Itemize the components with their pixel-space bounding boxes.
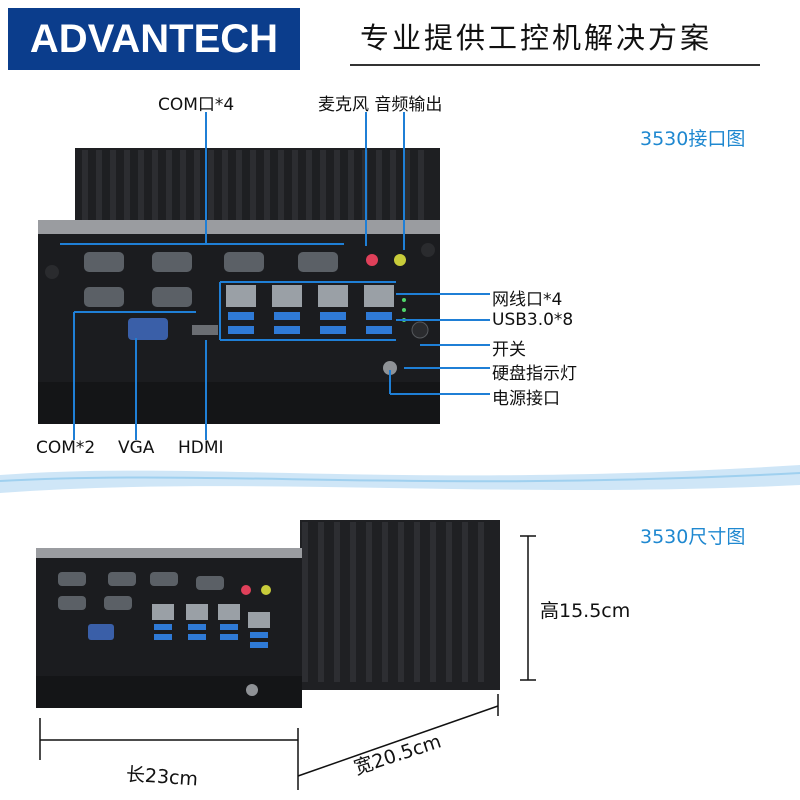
label-hdd-led: 硬盘指示灯	[492, 364, 577, 384]
power-switch	[411, 321, 429, 339]
brand-logo-text: ADVANTECH	[29, 17, 279, 61]
label-com2: COM*2	[36, 438, 96, 458]
section-divider-wave	[0, 465, 800, 493]
label-power-switch: 开关	[492, 340, 526, 360]
dimension-chassis	[36, 520, 500, 708]
label-com4: COM口*4	[158, 95, 235, 115]
tagline-underline	[350, 64, 760, 66]
label-usb: USB3.0*8	[492, 310, 574, 330]
label-hdmi: HDMI	[178, 438, 224, 458]
usb3-ports	[228, 312, 392, 334]
dc-power-jack	[383, 361, 397, 375]
dimension-view-title: 3530尺寸图	[640, 526, 746, 548]
dimension-lines	[39, 535, 536, 790]
label-vga: VGA	[118, 438, 155, 458]
heatsink-fins	[75, 148, 440, 228]
antenna-right	[421, 243, 435, 257]
label-height: 高15.5cm	[540, 600, 631, 622]
interface-view-title: 3530接口图	[640, 128, 746, 150]
callout-lines	[60, 112, 490, 440]
vga-port	[128, 318, 168, 340]
chassis-bottom-panel	[38, 382, 440, 424]
com-ports-top	[84, 252, 338, 272]
brand-logo: ADVANTECH	[8, 8, 300, 70]
audio-out-jack	[394, 254, 406, 266]
label-mic-audio: 麦克风 音频输出	[318, 95, 443, 115]
antenna-left	[45, 265, 59, 279]
label-power-jack: 电源接口	[492, 389, 560, 409]
tagline: 专业提供工控机解决方案	[360, 21, 713, 55]
label-lan: 网线口*4	[492, 290, 563, 310]
hdmi-port	[192, 325, 218, 335]
com-ports-bottom	[84, 287, 192, 307]
lan-ports	[226, 285, 394, 307]
mic-jack	[366, 254, 378, 266]
front-trim	[38, 220, 440, 234]
label-length: 长23cm	[125, 763, 199, 791]
